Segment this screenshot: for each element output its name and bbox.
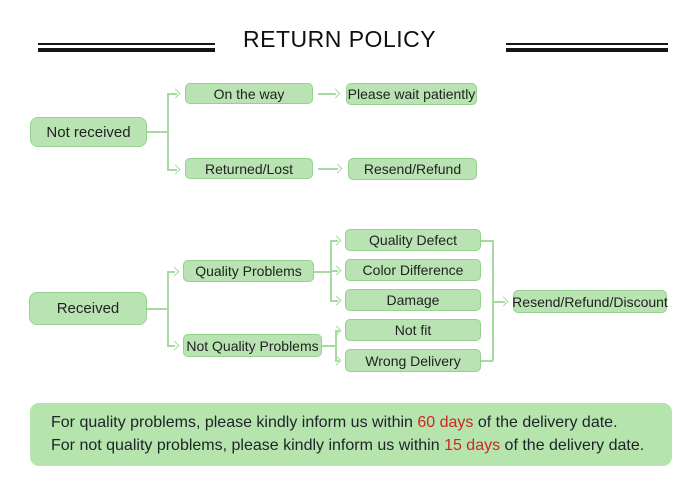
node-resend-refund: Resend/Refund: [348, 158, 477, 180]
arrow-right-icon: [330, 88, 341, 98]
arrow-right-icon: [331, 355, 342, 365]
connector-line: [314, 271, 331, 273]
arrow-right-icon: [498, 296, 509, 306]
connector-line: [167, 271, 175, 273]
node-color-difference: Color Difference: [345, 259, 481, 281]
node-on-the-way: On the way: [185, 83, 313, 104]
connector-line: [167, 345, 175, 347]
arrow-right-icon: [169, 266, 180, 276]
node-please-wait-patiently: Please wait patiently: [346, 83, 477, 105]
connector-line: [167, 271, 169, 346]
arrow-right-icon: [331, 325, 342, 335]
connector-line: [330, 300, 338, 302]
connector-line: [167, 93, 177, 95]
connector-line: [330, 270, 338, 272]
connector-line: [330, 240, 338, 242]
note-line-not-quality: For not quality problems, please kindly …: [51, 437, 644, 455]
page-title: RETURN POLICY: [243, 26, 437, 52]
connector-line: [318, 168, 338, 170]
arrow-right-icon: [170, 88, 181, 98]
node-not-received: Not received: [30, 117, 147, 147]
connector-line: [167, 93, 169, 170]
connector-line: [335, 360, 339, 362]
connector-line: [318, 93, 336, 95]
note-text: For quality problems, please kindly info…: [51, 414, 418, 431]
connector-line: [167, 169, 177, 171]
arrow-right-icon: [331, 235, 342, 245]
node-received: Received: [29, 292, 147, 325]
node-resend-refund-discount: Resend/Refund/Discount: [512, 290, 668, 313]
arrow-right-icon: [331, 295, 342, 305]
policy-note-box: For quality problems, please kindly info…: [30, 403, 672, 466]
connector-line: [322, 345, 336, 347]
note-text: of the delivery date.: [500, 437, 645, 454]
arrow-right-icon: [169, 340, 180, 350]
note-highlight-60-days: 60 days: [417, 414, 474, 431]
node-not-fit: Not fit: [345, 319, 481, 341]
node-quality-defect: Quality Defect: [345, 229, 481, 251]
connector-line: [481, 240, 493, 242]
node-quality-problems: Quality Problems: [183, 260, 314, 282]
connector-line: [492, 240, 494, 361]
note-highlight-15-days: 15 days: [444, 437, 501, 454]
connector-line: [335, 330, 337, 361]
arrow-right-icon: [170, 164, 181, 174]
connector-line: [335, 330, 339, 332]
note-line-quality: For quality problems, please kindly info…: [51, 414, 618, 432]
connector-line: [481, 360, 493, 362]
arrow-right-icon: [332, 163, 343, 173]
note-text: of the delivery date.: [473, 414, 618, 431]
connector-line: [492, 301, 505, 303]
node-not-quality-problems: Not Quality Problems: [183, 334, 322, 357]
node-returned-lost: Returned/Lost: [185, 158, 313, 179]
arrow-right-icon: [331, 265, 342, 275]
connector-line: [147, 131, 168, 133]
title-rule-left: [38, 43, 215, 52]
node-damage: Damage: [345, 289, 481, 311]
connector-line: [147, 308, 168, 310]
node-wrong-delivery: Wrong Delivery: [345, 349, 481, 372]
note-text: For not quality problems, please kindly …: [51, 437, 445, 454]
title-rule-right: [506, 43, 668, 52]
